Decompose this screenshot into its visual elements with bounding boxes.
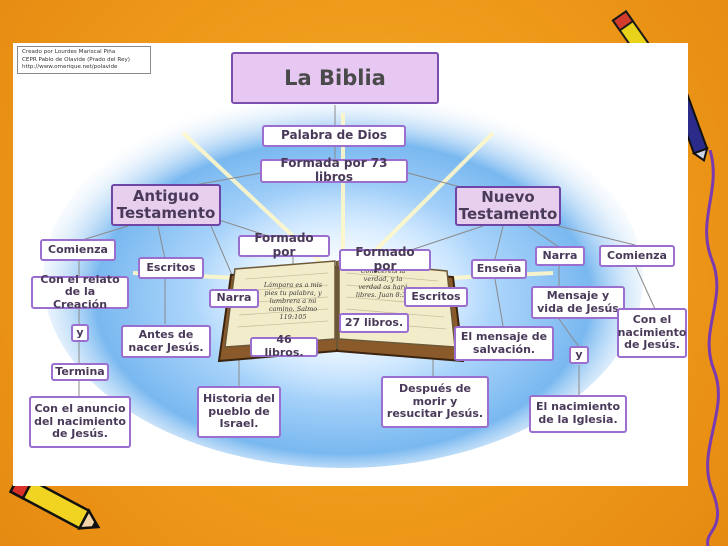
node-ensena: Enseña [471, 259, 527, 279]
node-formado-por-left: Formado por [238, 231, 330, 259]
node-con-el-relato: Con el relato de la Creación [31, 273, 129, 311]
credit-author: Creado por Lourdes Mariscal Piña [22, 49, 116, 55]
node-27-libros: 27 libros. [339, 313, 409, 333]
node-escritos-left: Escritos [138, 257, 204, 279]
node-el-mensaje: El mensaje de salvación. [454, 326, 554, 361]
node-historia: Historia del pueblo de Israel. [197, 386, 281, 438]
bible-illustration [217, 260, 465, 363]
credit-url: http://www.omerique.net/polavide [22, 64, 118, 70]
node-termina: Termina [51, 363, 109, 381]
node-palabra-de-dios: Palabra de Dios [262, 125, 406, 147]
node-comienza-left: Comienza [40, 239, 116, 261]
node-mensaje-vida: Mensaje y vida de Jesús [531, 286, 625, 319]
node-escritos-right: Escritos [404, 287, 468, 307]
node-la-biblia: La Biblia [231, 52, 439, 104]
node-formado-por-right: Formado por [339, 245, 431, 273]
node-con-el-anuncio: Con el anuncio del nacimiento de Jesús. [29, 396, 131, 448]
node-comienza-right: Comienza [599, 245, 675, 267]
node-nuevo-testamento: Nuevo Testamento [455, 186, 561, 226]
node-antiguo-testamento: Antiguo Testamento [111, 184, 221, 226]
node-narra-left: Narra [209, 289, 259, 308]
bible-left-verse: Lámpara es a mis pies tu palabra, y lumb… [263, 281, 323, 321]
node-formada-por-73: Formada por 73 libros [260, 156, 408, 184]
node-nacimiento-iglesia: El nacimiento de la Iglesia. [529, 395, 627, 433]
credit-box: Creado por Lourdes Mariscal Piña CEPR Pa… [17, 46, 151, 74]
node-narra-right: Narra [535, 246, 585, 266]
credit-school: CEPR Pablo de Olavide (Prado del Rey) [22, 56, 130, 63]
node-despues-de-morir: Después de morir y resucitar Jesús. [381, 376, 489, 428]
node-antes-de-nacer: Antes de nacer Jesús. [121, 325, 211, 358]
node-y-left: y [71, 324, 89, 342]
concept-map-slide: Lámpara es a mis pies tu palabra, y lumb… [13, 43, 688, 486]
node-y-right: y [569, 346, 589, 364]
bible-right-verse: Conoceréis la verdad, y la verdad os har… [355, 267, 411, 299]
squiggle-line-icon [705, 150, 720, 546]
node-46-libros: 46 libros. [250, 334, 318, 359]
node-con-el-nacimiento: Con el nacimiento de Jesús. [617, 308, 687, 358]
